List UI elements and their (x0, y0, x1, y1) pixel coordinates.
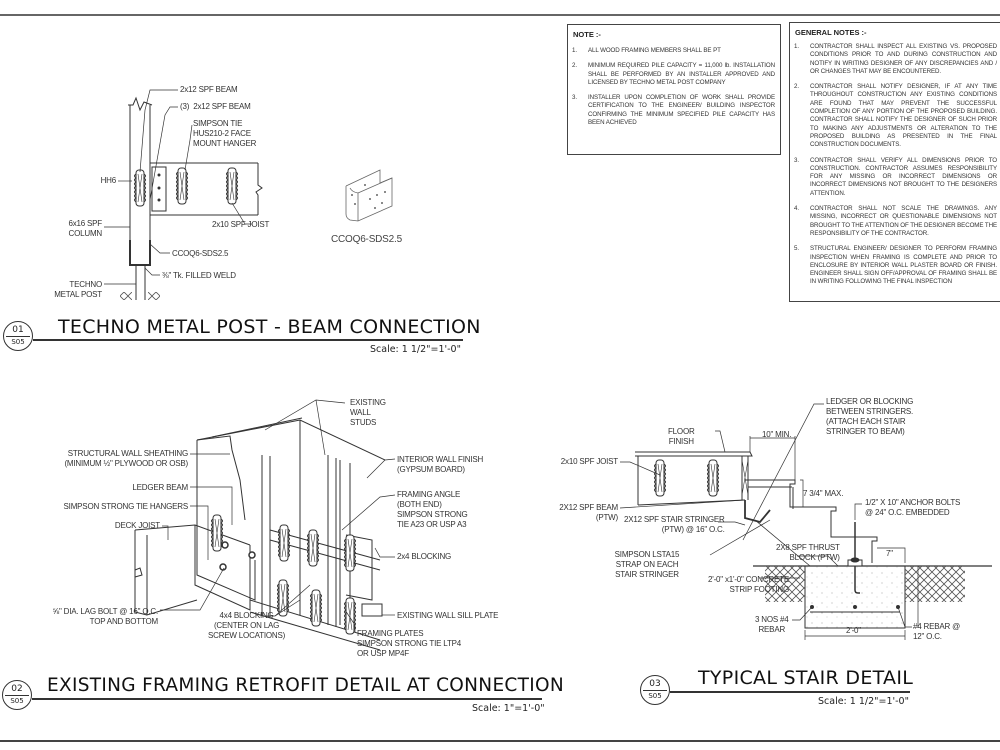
detail-number: 03 (649, 679, 661, 689)
note-num: 5. (794, 245, 799, 253)
note-text: STRUCTURAL ENGINEER/ DESIGNER TO PERFORM… (810, 245, 997, 286)
bubble-divider (5, 695, 29, 696)
detail-number: 02 (11, 684, 23, 694)
label-simpson-strap: SIMPSON LSTA15 STRAP ON EACH STAIR STRIN… (614, 550, 680, 579)
label-simpson-hanger: SIMPSON TIE HUS210-2 FACE MOUNT HANGER (193, 119, 257, 148)
label-6x16-column: 6x16 SPF COLUMN (68, 219, 102, 238)
note-text: MINIMUM REQUIRED PILE CAPACITY = 11,000 … (588, 62, 775, 86)
label-filled-weld: ⅜" Tk. FILLED WELD (162, 271, 236, 280)
label-ccoq-bracket: CCOQ6-SDS2.5 (172, 249, 229, 258)
detail-title-03: TYPICAL STAIR DETAIL (698, 667, 914, 689)
label-thrust-block: 2X8 SPF THRUST BLOCK (PTW) (776, 543, 840, 562)
note-item: 3. INSTALLER UPON COMPLETION OF WORK SHAL… (568, 94, 780, 127)
detail-scale-01: Scale: 1 1/2"=1'-0" (370, 344, 461, 355)
detail-title-01: TECHNO METAL POST - BEAM CONNECTION (58, 316, 481, 338)
detail-bubble-01: 01 S05 (3, 321, 33, 351)
title-underline (33, 339, 463, 341)
note-item: 1. ALL WOOD FRAMING MEMBERS SHALL BE PT (568, 47, 780, 55)
label-wall-sheathing: STRUCTURAL WALL SHEATHING (MINIMUM ½" PL… (64, 449, 188, 468)
label-2x4-blocking: 2x4 BLOCKING (397, 552, 452, 561)
label-2x12-beam: 2x12 SPF BEAM (180, 85, 238, 94)
label-rebar-12-oc: #4 REBAR @ 12" O.C. (913, 622, 961, 641)
note-list: 1. ALL WOOD FRAMING MEMBERS SHALL BE PT 2… (568, 47, 780, 127)
label-framing-plates: FRAMING PLATES SIMPSON STRONG TIE LTP4 O… (357, 629, 462, 658)
detail-sheet-ref: S05 (11, 338, 25, 346)
label-3-2x12-beam: (3) 2x12 SPF BEAM (180, 102, 251, 111)
label-ledger-blocking: LEDGER OR BLOCKING BETWEEN STRINGERS. (A… (826, 397, 914, 436)
note-text: CONTRACTOR SHALL NOTIFY DESIGNER, IF AT … (810, 83, 997, 149)
note-text: ALL WOOD FRAMING MEMBERS SHALL BE PT (588, 47, 721, 54)
title-underline (670, 691, 910, 693)
detail-02-drawing (134, 399, 396, 651)
sheet-border-top (0, 14, 1000, 16)
label-tread-10-min: 10" MIN. (762, 430, 792, 439)
sheet-border-bottom (0, 740, 1000, 742)
general-note-item: 3. CONTRACTOR SHALL VERIFY ALL DIMENSIONS… (790, 157, 1000, 198)
label-techno-metal-post: TECHNO METAL POST (54, 280, 102, 299)
note-num: 2. (572, 62, 577, 70)
ccoq-part-drawing (345, 169, 393, 222)
detail-title-02: EXISTING FRAMING RETROFIT DETAIL AT CONN… (47, 675, 565, 696)
label-deck-joist: DECK JOIST (114, 521, 160, 530)
label-footing-width: 2'-0" (846, 626, 861, 635)
label-existing-sill-plate: EXISTING WALL SILL PLATE (397, 611, 499, 620)
note-text: CONTRACTOR SHALL NOT SCALE THE DRAWINGS.… (810, 205, 997, 237)
label-interior-wall-finish: INTERIOR WALL FINISH (GYPSUM BOARD) (397, 455, 484, 474)
general-note-item: 4. CONTRACTOR SHALL NOT SCALE THE DRAWING… (790, 205, 1000, 238)
bubble-divider (6, 336, 30, 337)
note-num: 2. (794, 83, 799, 91)
general-notes-box: GENERAL NOTES :- 1. CONTRACTOR SHALL INSP… (789, 22, 1000, 302)
note-text: CONTRACTOR SHALL INSPECT ALL EXISTING VS… (810, 43, 997, 75)
note-text: CONTRACTOR SHALL VERIFY ALL DIMENSIONS P… (810, 156, 997, 197)
general-notes-heading: GENERAL NOTES :- (795, 28, 867, 37)
note-box: NOTE :- 1. ALL WOOD FRAMING MEMBERS SHALL… (567, 24, 781, 155)
label-ledger-beam: LEDGER BEAM (132, 483, 188, 492)
label-floor-finish: FLOOR FINISH (668, 427, 695, 446)
label-stair-stringer: 2X12 SPF STAIR STRINGER (PTW) @ 16" O.C. (624, 515, 725, 534)
detail-scale-02: Scale: 1"=1'-0" (472, 703, 545, 714)
detail-scale-03: Scale: 1 1/2"=1'-0" (818, 696, 909, 707)
general-note-item: 1. CONTRACTOR SHALL INSPECT ALL EXISTING … (790, 43, 1000, 76)
note-num: 1. (794, 43, 799, 50)
detail-bubble-03: 03 S05 (640, 675, 670, 705)
note-num: 4. (794, 205, 799, 213)
detail-01-drawing (104, 89, 263, 300)
label-2x12-beam: 2X12 SPF BEAM (PTW) (559, 503, 618, 522)
label-strip-footing: 2'-0" x1'-0" CONCRETE STRIP FOOTING (708, 575, 789, 594)
label-riser-max: 7 3/4" MAX. (803, 489, 844, 498)
note-num: 3. (572, 94, 577, 102)
title-underline (32, 698, 542, 700)
general-notes-list: 1. CONTRACTOR SHALL INSPECT ALL EXISTING … (790, 43, 1000, 287)
detail-bubble-02: 02 S05 (2, 680, 32, 710)
general-note-item: 5. STRUCTURAL ENGINEER/ DESIGNER TO PERFO… (790, 245, 1000, 286)
detail-number: 01 (12, 325, 24, 335)
label-3-nos-rebar: 3 NOS #4 REBAR (755, 615, 789, 634)
note-heading: NOTE :- (573, 30, 601, 39)
label-dim-7: 7" (886, 549, 893, 558)
label-simpson-hangers: SIMPSON STRONG TIE HANGERS (63, 502, 189, 511)
detail-sheet-ref: S05 (10, 697, 24, 705)
note-num: 1. (572, 47, 577, 54)
label-ccoq-part-caption: CCOQ6-SDS2.5 (331, 234, 402, 245)
label-existing-wall-studs: EXISTING WALL STUDS (350, 398, 386, 427)
general-note-item: 2. CONTRACTOR SHALL NOTIFY DESIGNER, IF A… (790, 83, 1000, 149)
note-num: 3. (794, 156, 799, 164)
note-text: INSTALLER UPON COMPLETION OF WORK SHALL … (588, 94, 775, 127)
label-anchor-bolts: 1/2" X 10" ANCHOR BOLTS @ 24" O.C. EMBED… (865, 498, 961, 517)
label-lag-bolt: ⅝" DIA. LAG BOLT @ 16" O.C. TOP AND BOTT… (52, 607, 159, 626)
detail-sheet-ref: S05 (648, 692, 662, 700)
label-2x10-joist: 2x10 SPF JOIST (560, 457, 618, 466)
detail-03-drawing (619, 403, 992, 640)
label-2x10-joist: 2x10 SPF JOIST (212, 220, 270, 229)
note-item: 2. MINIMUM REQUIRED PILE CAPACITY = 11,00… (568, 62, 780, 87)
label-4x4-blocking: 4x4 BLOCKING (CENTER ON LAG SCREW LOCATI… (208, 611, 286, 640)
bubble-divider (643, 690, 667, 691)
label-framing-angle: FRAMING ANGLE (BOTH END) SIMPSON STRONG … (397, 490, 468, 529)
label-hh6: HH6 (100, 176, 117, 185)
